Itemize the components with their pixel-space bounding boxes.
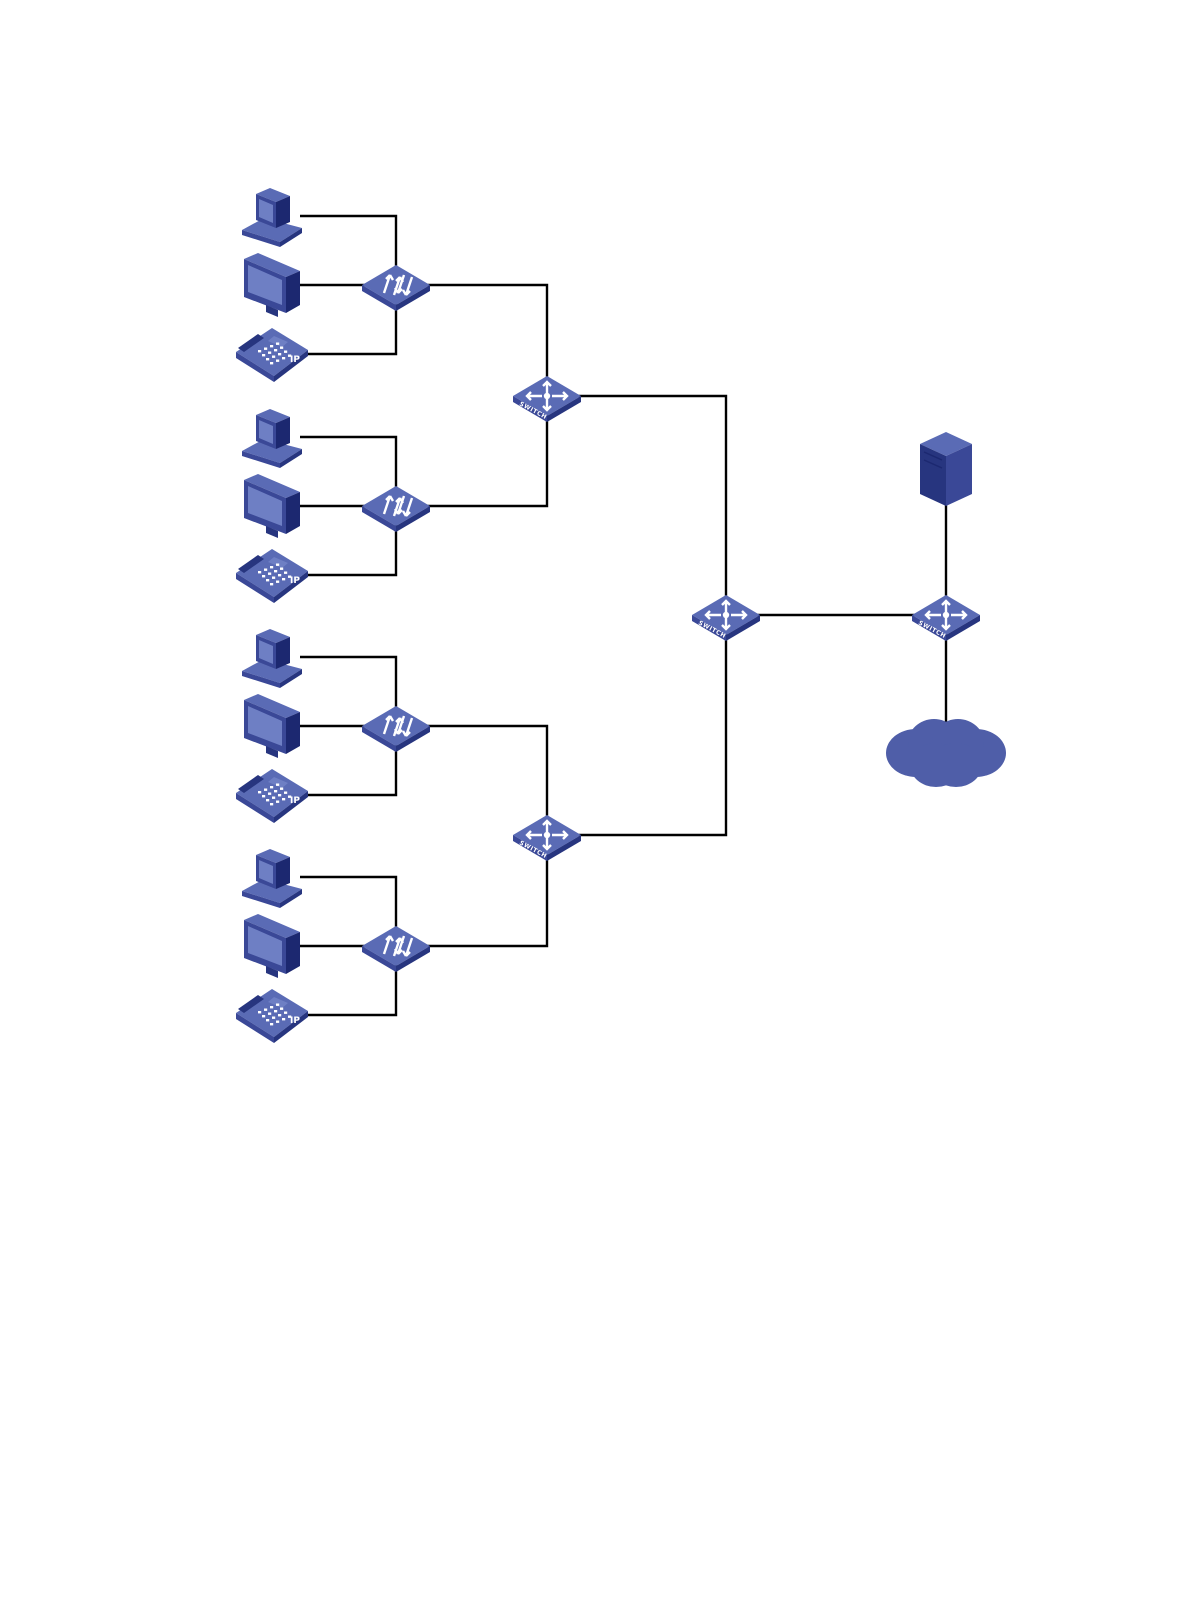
access-switch-icon <box>362 706 430 752</box>
links-layer <box>300 216 946 1015</box>
access-switch-icon <box>362 926 430 972</box>
ip-phone-label: IP <box>290 576 300 586</box>
ip-phone-icon: IP <box>236 769 308 823</box>
link-distribution-1-core <box>547 396 726 615</box>
ip-phone-icon: IP <box>236 989 308 1043</box>
ip-phone-icon: IP <box>236 328 308 382</box>
ip-phone-icon: IP <box>236 549 308 603</box>
desktop-pc-icon <box>242 188 302 247</box>
layer3-switch-icon: SWITCH <box>912 595 980 641</box>
desktop-pc-icon <box>242 409 302 468</box>
crt-monitor-icon <box>244 694 300 758</box>
desktop-pc-icon <box>242 849 302 908</box>
network-cloud-icon <box>886 719 1006 787</box>
link-access-1-uplink <box>396 285 547 396</box>
link-access-3-uplink <box>396 726 547 835</box>
layer3-switch-icon: SWITCH <box>692 595 760 641</box>
ip-phone-label: IP <box>290 1016 300 1026</box>
link-access-2-uplink <box>396 396 547 506</box>
link-distribution-2-core <box>547 615 726 835</box>
layer3-switch-icon: SWITCH <box>513 815 581 861</box>
desktop-pc-icon <box>242 629 302 688</box>
access-switch-icon <box>362 265 430 311</box>
server-icon <box>920 432 972 506</box>
layer3-switch-icon: SWITCH <box>513 376 581 422</box>
access-switch-icon <box>362 486 430 532</box>
crt-monitor-icon <box>244 474 300 538</box>
crt-monitor-icon <box>244 253 300 317</box>
crt-monitor-icon <box>244 914 300 978</box>
link-access-4-uplink <box>396 835 547 946</box>
ip-phone-label: IP <box>290 355 300 365</box>
ip-phone-label: IP <box>290 796 300 806</box>
